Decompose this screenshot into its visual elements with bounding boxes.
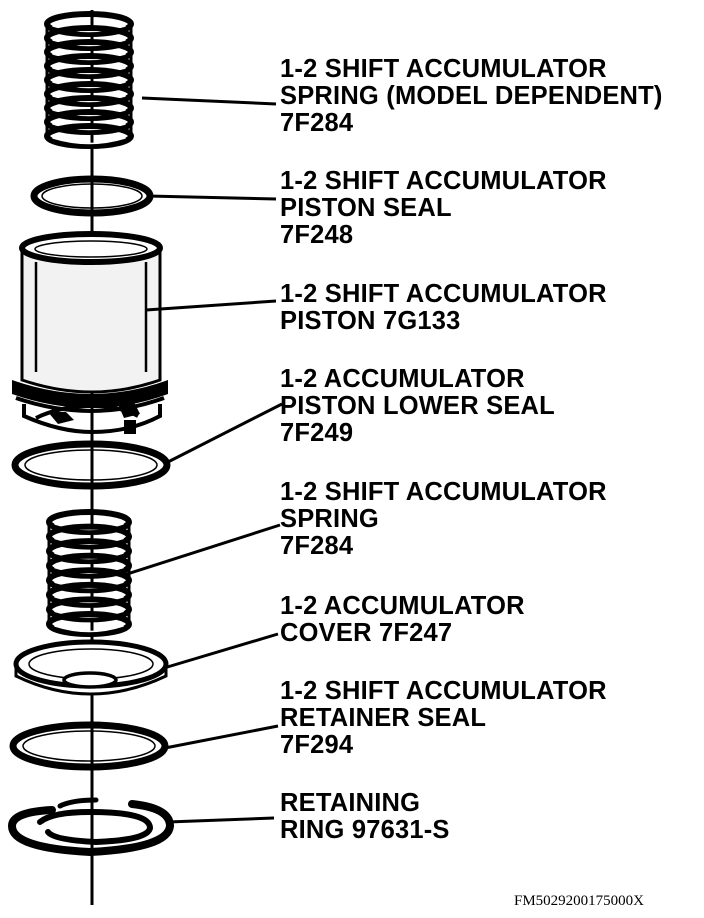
spring-top-part (44, 11, 134, 149)
leader-retaining-ring (167, 816, 275, 824)
figure-reference-code: FM5029200175000X (514, 893, 645, 909)
piston-part (12, 231, 168, 435)
leader-spring-bottom (123, 523, 281, 577)
leader-spring-top (141, 96, 277, 106)
leader-lines (123, 96, 283, 824)
retainer-seal-part (9, 721, 169, 771)
spring-bottom-part (46, 509, 132, 637)
cover-part (13, 639, 169, 696)
piston-lower-seal-part (11, 440, 171, 490)
leader-piston-seal (147, 194, 277, 201)
leader-piston-lower-seal (165, 402, 283, 465)
leader-retainer-seal (164, 724, 279, 750)
leader-cover (163, 632, 279, 670)
leader-piston (145, 299, 277, 312)
retaining-ring-part (7, 797, 175, 857)
